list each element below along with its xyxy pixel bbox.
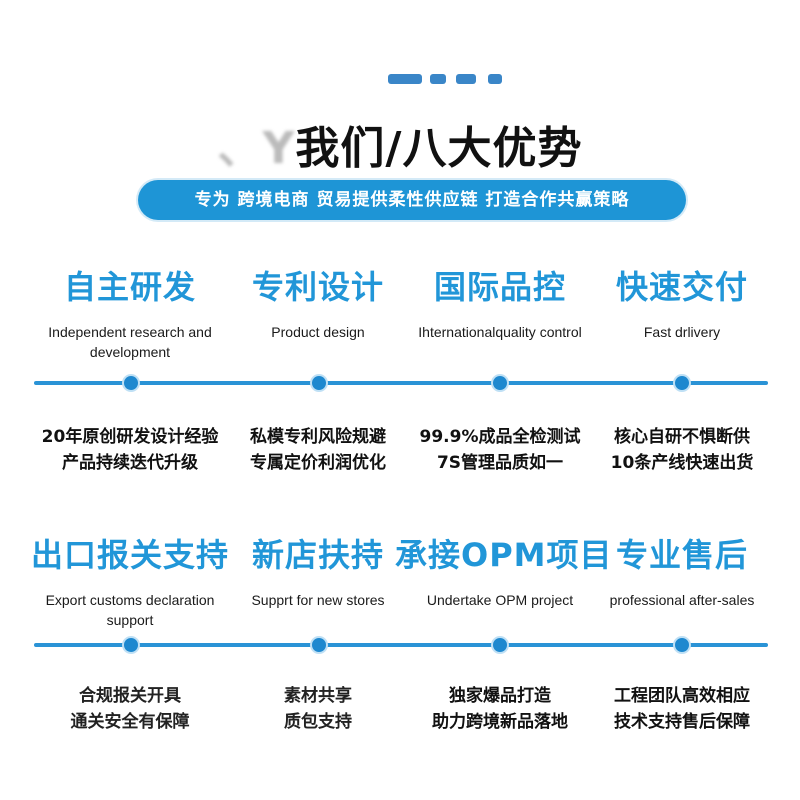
description-line: 产品持续迭代升级 <box>62 453 198 473</box>
advantage-heading: 自主研发 <box>63 268 196 306</box>
timeline-dot <box>310 636 328 654</box>
title-prefix: 、Y <box>217 123 296 174</box>
description-line: 20年原创研发设计经验 <box>41 427 219 447</box>
advantage-heading: 承接OPM项目 <box>395 536 613 574</box>
advantage-english: professional after-sales <box>609 592 755 608</box>
description-line: 技术支持售后保障 <box>614 712 750 732</box>
advantage-card-quality: 国际品控 Ihternationalquality control <box>395 262 605 342</box>
advantage-description: 20年原创研发设计经验 产品持续迭代升级 <box>20 424 240 476</box>
timeline-row-1 <box>34 374 768 392</box>
advantage-card-new-store: 新店扶持 Supprt for new stores <box>213 530 423 610</box>
advantage-heading: 快速交付 <box>615 268 748 306</box>
description-line: 质包支持 <box>284 712 352 732</box>
advantage-description: 工程团队高效相应 技术支持售后保障 <box>572 683 792 735</box>
advantage-card-opm: 承接OPM项目 Undertake OPM project <box>395 530 613 610</box>
advantage-card-design: 专利设计 Product design <box>213 262 423 342</box>
subtitle-banner: 专为 跨境电商 贸易提供柔性供应链 打造合作共赢策略 <box>138 180 686 220</box>
description-line: 工程团队高效相应 <box>614 686 750 706</box>
timeline-dot <box>310 374 328 392</box>
top-logo-marks <box>388 74 518 88</box>
timeline-dot <box>122 374 140 392</box>
title-text: 我们/八大优势 <box>295 123 583 174</box>
description-line: 合规报关开具 <box>79 686 181 706</box>
description-line: 99.9%成品全检测试 <box>419 427 581 447</box>
timeline-dot <box>673 636 691 654</box>
advantage-card-customs: 出口报关支持 Export customs declaration suppor… <box>25 530 235 630</box>
advantage-english: Supprt for new stores <box>251 592 385 608</box>
advantage-english: Undertake OPM project <box>426 592 574 608</box>
advantage-heading: 专业售后 <box>615 536 748 574</box>
timeline-dot <box>673 374 691 392</box>
description-line: 独家爆品打造 <box>449 686 551 706</box>
advantage-description: 素材共享 质包支持 <box>208 683 428 735</box>
description-line: 10条产线快速出货 <box>610 453 754 473</box>
timeline-dot <box>122 636 140 654</box>
advantage-heading: 新店扶持 <box>251 536 384 574</box>
description-line: 助力跨境新品落地 <box>432 712 568 732</box>
advantage-heading: 出口报关支持 <box>30 536 229 574</box>
advantage-english: Independent research and development <box>48 324 212 360</box>
advantage-description: 合规报关开具 通关安全有保障 <box>20 683 240 735</box>
advantage-english: Ihternationalquality control <box>418 324 582 340</box>
description-line: 私模专利风险规避 <box>250 427 386 447</box>
advantage-description: 私模专利风险规避 专属定价利润优化 <box>208 424 428 476</box>
advantage-description: 99.9%成品全检测试 7S管理品质如一 <box>390 424 610 476</box>
description-line: 专属定价利润优化 <box>250 453 386 473</box>
description-line: 通关安全有保障 <box>70 712 190 732</box>
timeline-dot <box>491 374 509 392</box>
advantage-heading: 专利设计 <box>251 268 384 306</box>
description-line: 素材共享 <box>284 686 352 706</box>
advantage-english: Product design <box>271 324 365 340</box>
advantage-english: Fast drlivery <box>643 324 721 340</box>
advantage-description: 核心自研不惧断供 10条产线快速出货 <box>572 424 792 476</box>
description-line: 核心自研不惧断供 <box>614 427 750 447</box>
advantage-card-after-sales: 专业售后 professional after-sales <box>577 530 787 610</box>
advantage-heading: 国际品控 <box>433 268 566 306</box>
page-title: 、Y我们/八大优势 <box>0 112 800 176</box>
advantage-card-delivery: 快速交付 Fast drlivery <box>577 262 787 342</box>
description-line: 7S管理品质如一 <box>436 453 564 473</box>
advantage-card-rnd: 自主研发 Independent research and developmen… <box>25 262 235 362</box>
advantage-english: Export customs declaration support <box>45 592 215 628</box>
advantage-description: 独家爆品打造 助力跨境新品落地 <box>390 683 610 735</box>
timeline-row-2 <box>34 636 768 654</box>
timeline-dot <box>491 636 509 654</box>
